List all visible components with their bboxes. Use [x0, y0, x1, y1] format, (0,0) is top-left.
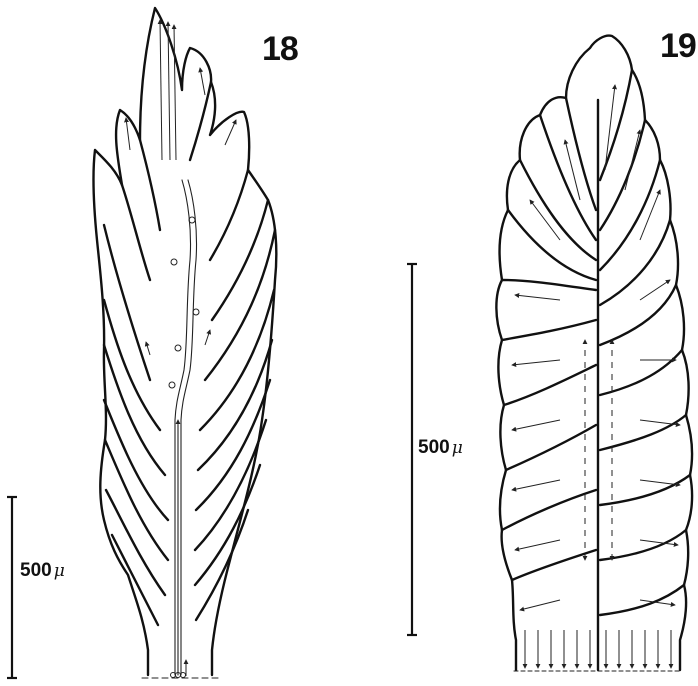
- leaf-figure-19: [496, 36, 692, 671]
- pinnae-left-18: [104, 140, 168, 625]
- flow-arrows-19: [512, 85, 680, 668]
- scale-value-18: 500: [20, 560, 52, 581]
- leaf-outline-18: [94, 8, 277, 675]
- scale-unit-19: μ: [452, 438, 463, 458]
- pinnae-left-19: [502, 98, 596, 580]
- figure-number-18: 18: [262, 30, 298, 69]
- pinnae-right-19: [600, 70, 690, 615]
- central-vessel-18: [171, 180, 197, 678]
- pinnae-right-18: [190, 82, 275, 620]
- scale-unit-18: μ: [54, 561, 65, 581]
- figure-number-19: 19: [660, 27, 696, 66]
- leaf-figure-18: [94, 8, 277, 678]
- scale-value-19: 500: [418, 437, 450, 458]
